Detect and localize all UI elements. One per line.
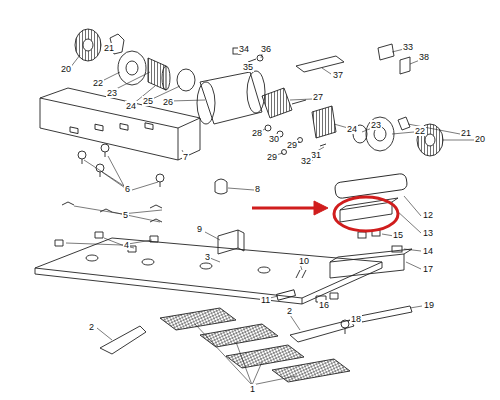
callout-number: 7 — [182, 152, 189, 162]
callout-number: 22 — [92, 78, 104, 88]
callout-number: 19 — [423, 300, 435, 310]
callout-number: 20 — [60, 64, 72, 74]
callout-number: 5 — [122, 210, 129, 220]
callout-number: 26 — [162, 97, 174, 107]
callout-number: 25 — [142, 96, 154, 106]
callout-number: 29 — [266, 152, 278, 162]
callout-number: 4 — [123, 240, 130, 250]
callout-number: 28 — [251, 128, 263, 138]
callout-number: 16 — [318, 300, 330, 310]
callout-number: 32 — [300, 156, 312, 166]
callout-number: 36 — [260, 44, 272, 54]
callout-number: 24 — [125, 101, 137, 111]
callout-number: 30 — [268, 134, 280, 144]
callout-number: 10 — [298, 256, 310, 266]
callout-number: 20 — [474, 134, 486, 144]
callout-number: 15 — [392, 230, 404, 240]
callout-number: 8 — [254, 184, 261, 194]
callout-number: 6 — [124, 184, 131, 194]
callout-number: 3 — [204, 252, 211, 262]
callout-number: 2 — [88, 322, 95, 332]
callout-number: 21 — [460, 128, 472, 138]
callout-number: 11 — [260, 295, 271, 305]
callout-number: 33 — [402, 42, 414, 52]
callout-number: 17 — [422, 264, 434, 274]
callout-number: 21 — [103, 43, 115, 53]
callout-number: 38 — [418, 52, 430, 62]
callout-number: 1 — [249, 384, 256, 394]
callout-number: 23 — [370, 120, 382, 130]
callout-number: 29 — [286, 140, 298, 150]
callout-number: 2 — [286, 306, 293, 316]
callout-number: 13 — [422, 228, 434, 238]
callout-number: 14 — [422, 246, 434, 256]
callout-number: 18 — [350, 314, 362, 324]
callout-number: 34 — [238, 44, 250, 54]
callout-number: 23 — [106, 88, 118, 98]
callout-number: 9 — [196, 224, 203, 234]
callout-number: 24 — [346, 124, 358, 134]
callout-number: 27 — [312, 92, 324, 102]
callout-number: 35 — [242, 62, 254, 72]
callout-number: 12 — [422, 210, 434, 220]
callout-number: 22 — [414, 126, 426, 136]
callout-number: 37 — [332, 70, 344, 80]
